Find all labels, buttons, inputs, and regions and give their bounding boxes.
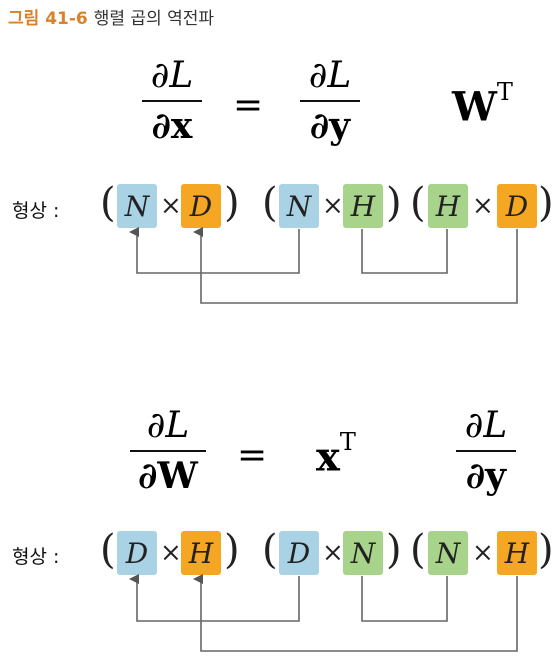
top-lhs-numerator: ∂L	[150, 55, 194, 96]
top-g2-open-paren: (	[262, 180, 278, 226]
top-arrow-d-to-d	[193, 227, 518, 304]
top-g3-times: ×	[472, 191, 494, 221]
top-rhs-base: W	[452, 83, 497, 131]
top-rhs-term: WT	[452, 80, 513, 131]
top-g1-dim-b: D	[181, 184, 221, 228]
bottom-mid-term: xT	[316, 430, 356, 481]
top-shape-label: 형상 :	[12, 200, 60, 222]
bottom-g3-dim-a: N	[428, 531, 468, 575]
bottom-mid-base: x	[316, 433, 340, 481]
bottom-lhs-denominator: ∂W	[138, 455, 198, 497]
top-mid-numerator: ∂L	[308, 55, 352, 96]
bottom-lhs-numerator: ∂L	[146, 405, 190, 446]
bottom-shape-label: 형상 :	[12, 546, 60, 568]
bottom-rhs-fraction: ∂L ∂y	[456, 408, 516, 494]
top-g3-open-paren: (	[410, 180, 426, 226]
top-arrow-n-to-n	[129, 227, 300, 274]
bottom-g3-close-paren: )	[538, 527, 554, 573]
bottom-mid-superscript: T	[339, 428, 356, 456]
bottom-arrow-h-to-h	[193, 574, 518, 652]
top-mid-fraction: ∂L ∂y	[300, 58, 360, 144]
bottom-g1-dim-b: H	[181, 531, 221, 575]
top-g1-dim-a: N	[117, 184, 157, 228]
top-g2-dim-b: H	[343, 184, 383, 228]
top-g2-close-paren: )	[386, 180, 402, 226]
top-rhs-superscript: T	[496, 78, 513, 106]
figure-title: 행렬 곱의 역전파	[93, 9, 215, 29]
bottom-g3-times: ×	[472, 538, 494, 568]
top-g1-times: ×	[160, 191, 182, 221]
bottom-link-n-to-n	[361, 576, 448, 622]
bottom-g1-dim-a: D	[117, 531, 157, 575]
bottom-g1-close-paren: )	[224, 527, 240, 573]
bottom-rhs-numerator: ∂L	[464, 405, 508, 446]
bottom-g2-times: ×	[322, 538, 344, 568]
top-lhs-denominator: ∂x	[151, 105, 193, 147]
top-equals-sign: =	[233, 85, 264, 126]
fraction-bar	[142, 100, 202, 102]
top-g1-close-paren: )	[224, 180, 240, 226]
bottom-g2-open-paren: (	[262, 527, 278, 573]
top-g3-close-paren: )	[538, 180, 554, 226]
top-g3-dim-a: H	[428, 184, 468, 228]
bottom-g3-dim-b: H	[497, 531, 537, 575]
top-g1-open-paren: (	[100, 180, 116, 226]
bottom-lhs-fraction: ∂L ∂W	[130, 408, 206, 494]
fraction-bar	[130, 450, 206, 452]
bottom-arrow-d-to-d	[129, 574, 300, 622]
bottom-g2-dim-a: D	[279, 531, 319, 575]
bottom-g3-open-paren: (	[410, 527, 426, 573]
top-lhs-fraction: ∂L ∂x	[142, 58, 202, 145]
top-mid-denominator: ∂y	[309, 105, 351, 147]
bottom-g1-times: ×	[160, 538, 182, 568]
top-link-h-to-h	[361, 229, 448, 274]
fraction-bar	[300, 100, 360, 102]
top-g2-times: ×	[322, 191, 344, 221]
bottom-g2-dim-b: N	[343, 531, 383, 575]
fraction-bar	[456, 450, 516, 452]
bottom-equals-sign: =	[237, 435, 268, 476]
top-g2-dim-a: N	[279, 184, 319, 228]
top-g3-dim-b: D	[497, 184, 537, 228]
bottom-g2-close-paren: )	[386, 527, 402, 573]
bottom-g1-open-paren: (	[100, 527, 116, 573]
bottom-rhs-denominator: ∂y	[465, 455, 507, 497]
figure-label: 그림 41-6	[8, 9, 88, 29]
